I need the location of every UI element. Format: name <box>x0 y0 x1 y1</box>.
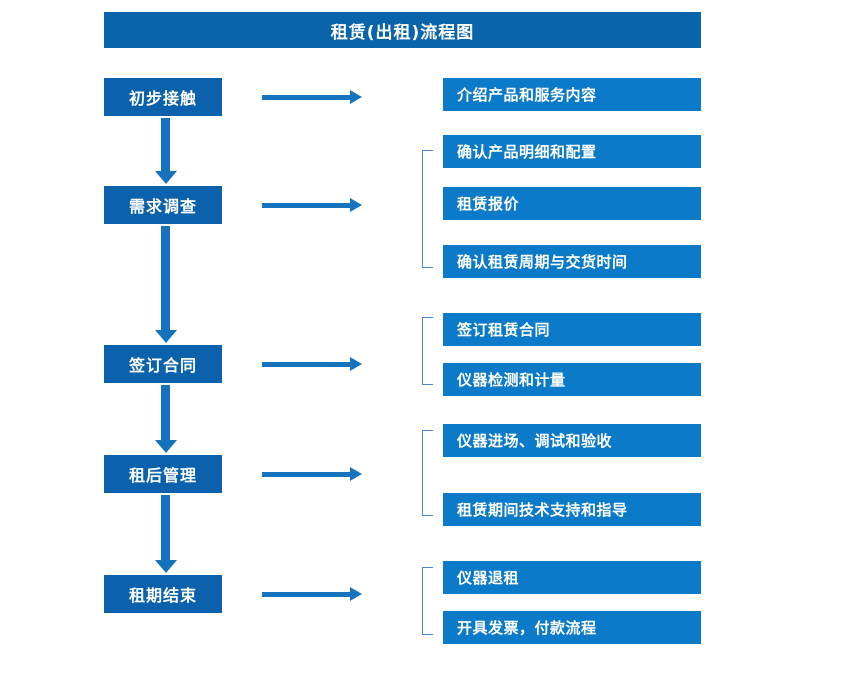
horizontal-arrow-icon-1 <box>262 89 362 105</box>
detail-box-technical-support[interactable]: 租赁期间技术支持和指导 <box>443 493 701 526</box>
detail-box-introduce-products[interactable]: 介绍产品和服务内容 <box>443 78 701 111</box>
bracket-group-4 <box>422 567 433 635</box>
detail-box-confirm-spec-config[interactable]: 确认产品明细和配置 <box>443 135 701 168</box>
vertical-arrow-icon-3 <box>155 385 177 453</box>
stage-box-initial-contact[interactable]: 初步接触 <box>104 78 222 116</box>
horizontal-arrow-icon-4 <box>262 466 362 482</box>
stage-box-requirement-survey[interactable]: 需求调查 <box>104 186 222 224</box>
horizontal-arrow-icon-2 <box>262 197 362 213</box>
detail-box-invoice-payment[interactable]: 开具发票，付款流程 <box>443 611 701 644</box>
stage-box-sign-contract[interactable]: 签订合同 <box>104 345 222 383</box>
detail-box-rental-quotation[interactable]: 租赁报价 <box>443 187 701 220</box>
vertical-arrow-icon-1 <box>155 118 177 184</box>
detail-box-instrument-inspection[interactable]: 仪器检测和计量 <box>443 363 701 396</box>
stage-box-post-rental-mgmt[interactable]: 租后管理 <box>104 455 222 493</box>
vertical-arrow-icon-4 <box>155 495 177 573</box>
detail-box-confirm-term-delivery[interactable]: 确认租赁周期与交货时间 <box>443 245 701 278</box>
bracket-group-1 <box>422 150 433 268</box>
horizontal-arrow-icon-3 <box>262 356 362 372</box>
vertical-arrow-icon-2 <box>155 226 177 343</box>
detail-box-instrument-onsite-commission[interactable]: 仪器进场、调试和验收 <box>443 424 701 457</box>
bracket-group-2 <box>422 317 433 385</box>
stage-box-lease-end[interactable]: 租期结束 <box>104 575 222 613</box>
chart-title: 租赁(出租)流程图 <box>104 12 701 48</box>
bracket-group-3 <box>422 430 433 516</box>
horizontal-arrow-icon-5 <box>262 586 362 602</box>
detail-box-instrument-return[interactable]: 仪器退租 <box>443 561 701 594</box>
detail-box-sign-rental-contract[interactable]: 签订租赁合同 <box>443 313 701 346</box>
